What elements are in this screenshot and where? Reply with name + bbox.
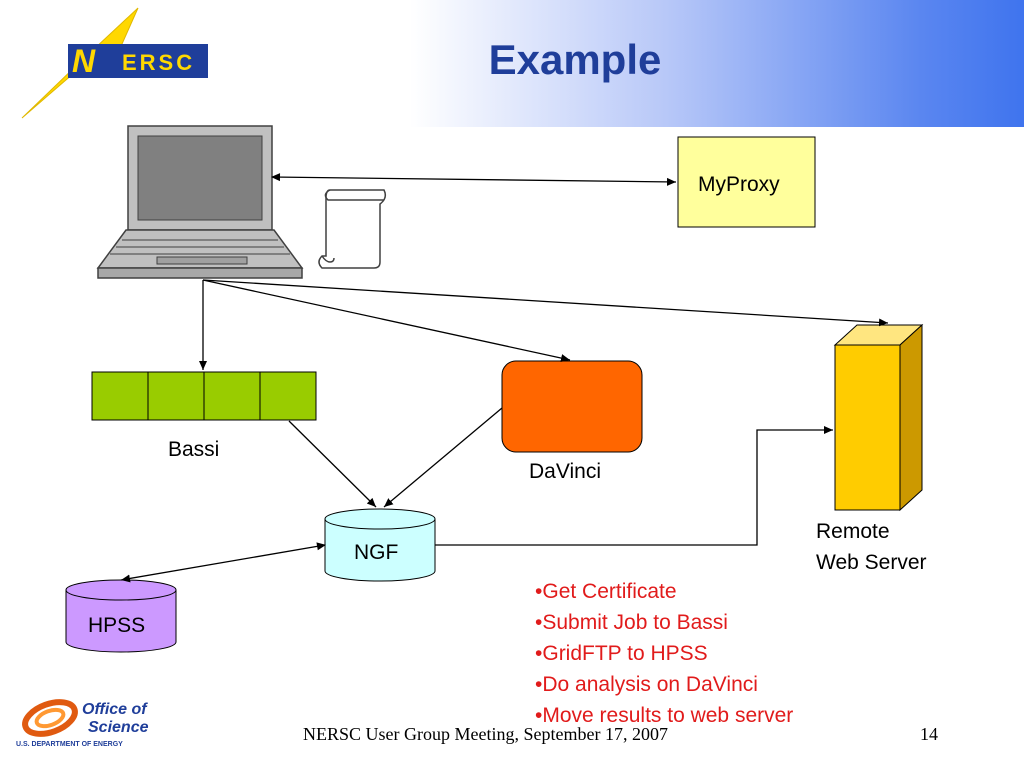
laptop-davinci-arrow <box>202 279 571 362</box>
doe-logo-swirl-inner <box>34 707 66 729</box>
doe-logo-swirl-outer <box>22 699 78 737</box>
nersc-logo: N ERSC <box>21 7 208 119</box>
remote-label-line1: Remote <box>816 520 890 543</box>
nersc-logo-text: ERSC <box>122 50 195 75</box>
davinci-label: DaVinci <box>529 460 601 483</box>
myproxy-node <box>677 136 816 228</box>
list-item: GridFTP to HPSS <box>535 638 793 669</box>
doe-logo-line3: U.S. DEPARTMENT OF ENERGY <box>16 741 123 748</box>
doe-logo-line1: Office of <box>82 701 148 718</box>
connectors <box>120 173 889 583</box>
myproxy-label: MyProxy <box>698 173 780 196</box>
list-item: Move results to web server <box>535 700 793 731</box>
remote-label-line2: Web Server <box>816 551 927 574</box>
ngf-label: NGF <box>354 541 399 564</box>
nersc-logo-initial: N <box>72 43 96 79</box>
bassi-label: Bassi <box>168 438 220 461</box>
hpss-label: HPSS <box>88 614 146 637</box>
bassi-node <box>91 371 317 421</box>
list-item: Get Certificate <box>535 576 793 607</box>
list-item: Do analysis on DaVinci <box>535 669 793 700</box>
ngf-node <box>324 508 436 582</box>
list-item: Submit Job to Bassi <box>535 607 793 638</box>
laptop-myproxy-arrow <box>271 173 677 186</box>
bassi-ngf-arrow <box>288 420 377 508</box>
laptop-icon <box>96 125 304 279</box>
laptop-server-arrow <box>202 279 889 327</box>
scroll-icon <box>318 189 387 269</box>
davinci-node <box>501 360 643 453</box>
davinci-ngf-arrow <box>383 407 503 508</box>
office-of-science-logo: Office of Science U.S. DEPARTMENT OF ENE… <box>16 699 149 748</box>
page-title: Example <box>488 36 662 83</box>
footer-text: NERSC User Group Meeting, September 17, … <box>303 724 668 744</box>
ngf-hpss-arrow <box>120 542 326 583</box>
steps-list: Get Certificate Submit Job to Bassi Grid… <box>535 576 793 731</box>
doe-logo-line2: Science <box>88 719 149 736</box>
nersc-logo-plate <box>68 44 208 78</box>
server-tower-icon <box>833 323 924 512</box>
page-number: 14 <box>920 724 938 744</box>
ngf-server-arrow <box>435 426 833 546</box>
